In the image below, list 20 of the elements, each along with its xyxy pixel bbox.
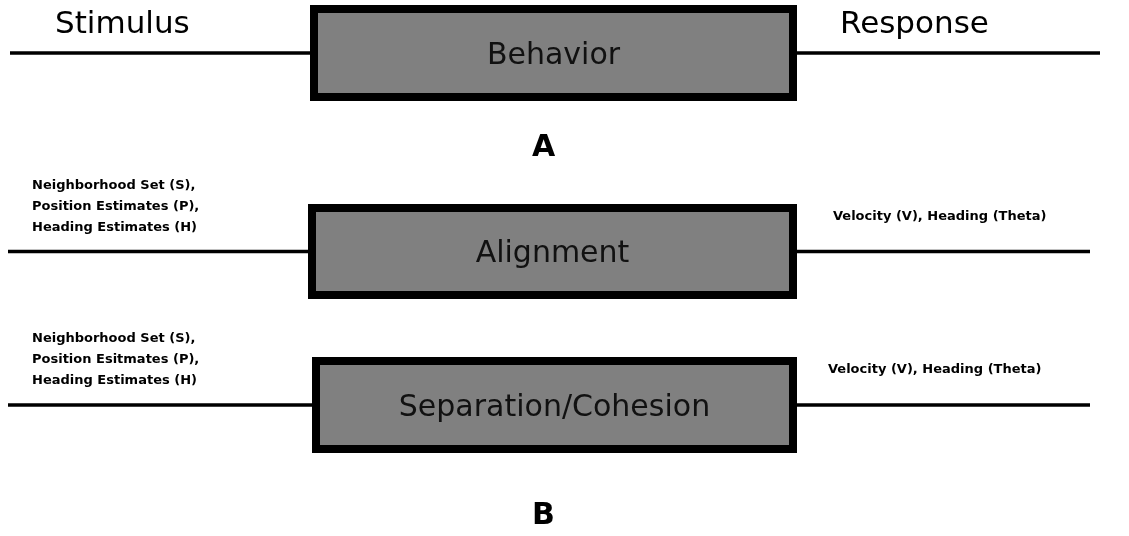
- box-label: Alignment: [475, 234, 630, 269]
- edge-label: Velocity (V), Heading (Theta): [833, 206, 1048, 225]
- process-box: [312, 357, 797, 453]
- process-box: [308, 204, 797, 299]
- edge-label: Velocity (V), Heading (Theta): [828, 360, 1043, 378]
- connector-line: [8, 403, 312, 407]
- box-label: Behavior: [486, 35, 621, 71]
- edge-label: Stimulus: [55, 4, 190, 40]
- edge-label: Neighborhood Set (S), Position Esitmates (P), Heading Estimates (H): [32, 329, 201, 389]
- panel-label: A: [532, 128, 556, 163]
- panel-label: B: [532, 496, 555, 531]
- connector-line: [8, 249, 308, 254]
- process-box: [310, 5, 797, 101]
- connector-line: [797, 249, 1090, 254]
- connector-line: [10, 51, 310, 55]
- box-label: Separation/Cohesion: [398, 387, 711, 423]
- connector-line: [797, 51, 1100, 55]
- edge-label: Neighborhood Set (S), Position Estimates (P), Heading Estimates (H): [32, 175, 201, 236]
- edge-label: Response: [840, 4, 989, 40]
- connector-line: [797, 403, 1090, 407]
